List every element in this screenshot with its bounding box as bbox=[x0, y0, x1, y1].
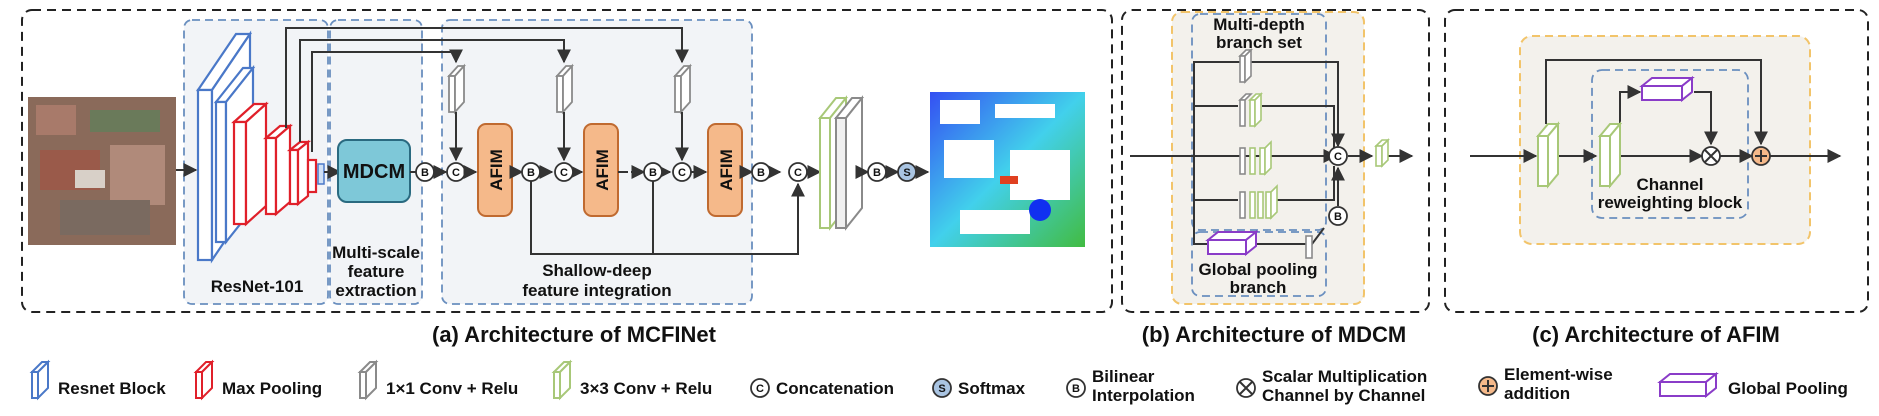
concat-symbol: C bbox=[1328, 146, 1348, 166]
afim-block: AFIM bbox=[707, 123, 743, 217]
svg-text:B: B bbox=[757, 167, 765, 179]
svg-text:C: C bbox=[678, 167, 686, 179]
softmax-symbol: S bbox=[897, 162, 917, 182]
legend-concat-label: Concatenation bbox=[776, 379, 894, 398]
panel-b-caption: (b) Architecture of MDCM bbox=[1142, 322, 1406, 347]
branch-set-group bbox=[1191, 13, 1327, 231]
mdcm-label-line2: feature bbox=[348, 262, 405, 281]
conv3x3-block bbox=[1374, 138, 1390, 168]
legend-concat-icon: C bbox=[750, 378, 770, 398]
afim-outer-group bbox=[1519, 35, 1811, 245]
conv3x3-stack bbox=[1239, 184, 1278, 220]
element-add-symbol bbox=[1751, 146, 1771, 166]
svg-text:B: B bbox=[649, 167, 657, 179]
conv1x1-block bbox=[1305, 235, 1313, 259]
branch-set-line1: Multi-depth bbox=[1213, 15, 1305, 34]
legend-scalar-line1: Scalar Multiplication bbox=[1262, 367, 1427, 386]
sdfi-label-line2: feature integration bbox=[522, 281, 671, 300]
svg-text:B: B bbox=[527, 167, 535, 179]
channel-reweight-group bbox=[1591, 69, 1749, 219]
legend-resnet-icon bbox=[29, 359, 51, 401]
svg-text:AFIM: AFIM bbox=[593, 149, 612, 191]
scalar-mult-symbol bbox=[1701, 146, 1721, 166]
legend-conv1-icon bbox=[357, 359, 379, 401]
conv1x1-blocks bbox=[446, 63, 693, 115]
svg-text:B: B bbox=[421, 167, 429, 179]
legend-conv1-label: 1×1 Conv + Relu bbox=[386, 379, 518, 398]
legend-maxpool-label: Max Pooling bbox=[222, 379, 322, 398]
svg-text:AFIM: AFIM bbox=[717, 149, 736, 191]
svg-text:S: S bbox=[938, 383, 945, 395]
legend-global-pool-label: Global Pooling bbox=[1728, 379, 1848, 398]
resnet-block-small bbox=[317, 163, 325, 185]
legend-conv3-label: 3×3 Conv + Relu bbox=[580, 379, 712, 398]
conv3x3-block bbox=[1597, 121, 1623, 189]
svg-text:B: B bbox=[873, 167, 881, 179]
concat-symbol: C bbox=[446, 162, 466, 182]
panel-a-caption: (a) Architecture of MCFINet bbox=[432, 322, 717, 347]
bilinear-symbol: B bbox=[521, 162, 541, 182]
conv3x3-block bbox=[1535, 121, 1561, 189]
gp-branch-line2: branch bbox=[1230, 278, 1287, 297]
svg-text:S: S bbox=[903, 167, 910, 179]
concat-symbol: C bbox=[672, 162, 692, 182]
legend-bilinear-icon: B bbox=[1066, 378, 1086, 398]
bilinear-symbol: B bbox=[415, 162, 435, 182]
svg-text:AFIM: AFIM bbox=[487, 149, 506, 191]
global-pool-block bbox=[1639, 75, 1695, 103]
skip-connections bbox=[285, 27, 689, 152]
svg-text:C: C bbox=[794, 167, 802, 179]
panel-c-caption: (c) Architecture of AFIM bbox=[1532, 322, 1780, 347]
input-aerial-image bbox=[28, 97, 176, 245]
afim-block: AFIM bbox=[477, 123, 513, 217]
resnet-label: ResNet-101 bbox=[211, 277, 304, 296]
mdcm-box-label: MDCM bbox=[343, 161, 405, 183]
concat-symbol: C bbox=[554, 162, 574, 182]
maxpool-blocks bbox=[231, 101, 318, 227]
legend-elementwise-line2: addition bbox=[1504, 384, 1570, 403]
legend-softmax-label: Softmax bbox=[958, 379, 1026, 398]
svg-text:C: C bbox=[452, 167, 460, 179]
legend-elementwise-icon bbox=[1478, 376, 1498, 396]
svg-text:B: B bbox=[1334, 211, 1342, 223]
legend-maxpool-icon bbox=[193, 359, 215, 401]
legend: Resnet Block Max Pooling 1×1 Conv + Relu… bbox=[29, 359, 1848, 405]
bilinear-symbol: B bbox=[867, 162, 887, 182]
conv1x1-block bbox=[833, 95, 865, 231]
bilinear-symbol: B bbox=[1328, 206, 1348, 226]
svg-text:B: B bbox=[1072, 383, 1080, 395]
legend-bilinear-line2: Interpolation bbox=[1092, 386, 1195, 405]
legend-bilinear-line1: Bilinear bbox=[1092, 367, 1155, 386]
branch-set-line2: branch set bbox=[1216, 33, 1302, 52]
gp-branch-line1: Global pooling bbox=[1199, 260, 1318, 279]
conv3x3-stack bbox=[1238, 92, 1263, 128]
mdcm-label-line1: Multi-scale bbox=[332, 243, 420, 262]
gp-branch-group bbox=[1191, 231, 1327, 297]
conv1x1-block bbox=[1238, 48, 1253, 84]
legend-conv3-icon bbox=[551, 359, 573, 401]
panel-b-frame bbox=[1121, 9, 1430, 313]
legend-scalar-line2: Channel by Channel bbox=[1262, 386, 1425, 405]
svg-text:C: C bbox=[560, 167, 568, 179]
conv3x3-stack bbox=[1239, 140, 1272, 176]
sdfi-label-line1: Shallow-deep bbox=[542, 261, 652, 280]
bilinear-symbol: B bbox=[751, 162, 771, 182]
bilinear-symbol: B bbox=[643, 162, 663, 182]
svg-text:C: C bbox=[1334, 151, 1342, 163]
legend-resnet-label: Resnet Block bbox=[58, 379, 166, 398]
svg-text:C: C bbox=[756, 383, 764, 395]
panel-c-frame bbox=[1444, 9, 1869, 313]
mdcm-label-line3: extraction bbox=[335, 281, 416, 300]
legend-elementwise-line1: Element-wise bbox=[1504, 365, 1613, 384]
legend-scalar-icon bbox=[1236, 378, 1256, 398]
global-pool-block bbox=[1205, 229, 1259, 257]
legend-softmax-icon: S bbox=[932, 378, 952, 398]
channel-reweight-line1: Channel bbox=[1636, 175, 1703, 194]
legend-global-pool-icon bbox=[1657, 371, 1719, 399]
concat-symbol: C bbox=[788, 162, 808, 182]
channel-reweight-line2: reweighting block bbox=[1598, 193, 1743, 212]
output-segmentation-map bbox=[930, 92, 1085, 247]
afim-block: AFIM bbox=[583, 123, 619, 217]
